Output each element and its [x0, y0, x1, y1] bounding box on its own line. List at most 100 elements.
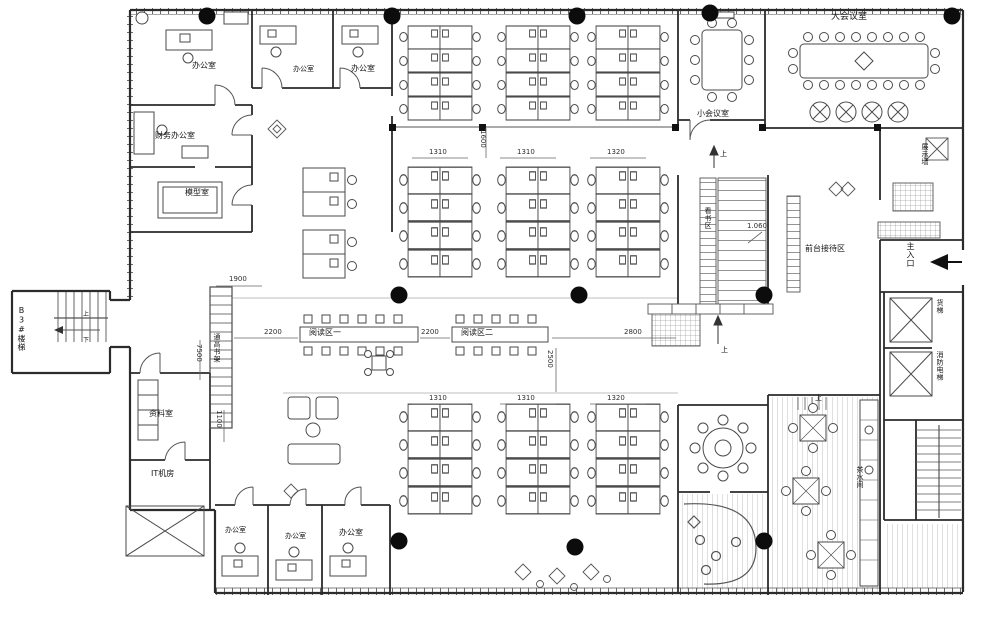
dim-1900: 1900	[229, 275, 247, 283]
tall-bookshelf	[209, 286, 233, 429]
column-grid-marker	[566, 538, 584, 556]
column-grid-marker	[701, 4, 719, 22]
dim-2800: 2800	[624, 328, 642, 336]
offices-topleft-furniture	[133, 11, 379, 219]
curtain-wall-bottom	[215, 588, 963, 595]
column-grid-marker	[943, 7, 961, 25]
chair	[156, 124, 168, 136]
column-grid-marker	[390, 286, 408, 304]
column-grid-marker	[570, 286, 588, 304]
label-main-entrance: 主入口	[906, 242, 915, 268]
entrance-arrow	[930, 254, 962, 270]
chair	[182, 52, 194, 64]
label-stair-b3: B3#楼梯	[17, 306, 26, 352]
walls-interior	[130, 10, 963, 595]
display-wall	[877, 137, 949, 239]
doors	[139, 67, 711, 506]
plant	[135, 11, 149, 25]
dim-1060: 1.060	[747, 222, 768, 230]
pantry-furniture	[781, 397, 879, 587]
round-table-room	[689, 414, 757, 482]
stair-core	[916, 425, 961, 518]
table-inlay-diamond	[854, 51, 874, 71]
sink	[864, 465, 874, 475]
label-office-1: 办公室	[192, 61, 216, 70]
reception	[747, 195, 801, 293]
label-office-6: 办公室	[339, 528, 363, 537]
dim-1310-c: 1310	[429, 394, 447, 402]
column-grid-marker	[198, 7, 216, 25]
label-down-1: 下	[83, 337, 90, 344]
reading-tables	[299, 314, 549, 376]
label-tall-bookshelf: 通高书架	[213, 333, 221, 363]
label-model-room: 模型室	[185, 188, 209, 197]
dim-1600: 1600	[479, 130, 487, 148]
label-reception-area: 前台接待区	[805, 244, 845, 253]
conference-rooms	[690, 11, 940, 123]
column-grid-marker	[568, 7, 586, 25]
dim-1310-b: 1310	[517, 148, 535, 156]
label-freight-elevator: 货梯	[936, 299, 944, 314]
dim-2200-b: 2200	[421, 328, 439, 336]
label-reading-zone: 看书区	[704, 207, 712, 230]
lounge-sofa-set	[287, 396, 341, 465]
l-shaped-workstations	[302, 167, 357, 279]
label-large-conference-room: 大会议室	[831, 12, 868, 22]
round-lounge-chairs	[809, 101, 909, 123]
dim-1320-b: 1320	[607, 394, 625, 402]
reading-platform	[647, 177, 774, 347]
walls-outer	[10, 8, 965, 595]
label-archive-room: 资料室	[149, 409, 173, 418]
label-pantry: 茶水间	[856, 466, 864, 489]
label-up-3: 上	[815, 394, 822, 402]
column-grid-marker	[390, 532, 408, 550]
small-conference-table	[701, 29, 743, 91]
platform-steps	[717, 177, 767, 307]
label-small-conference-room: 小会议室	[697, 109, 729, 118]
column-grid-marker	[383, 7, 401, 25]
feature-wall	[786, 195, 801, 293]
label-reading-area-1: 阅读区一	[309, 328, 341, 337]
dimension-lines	[199, 128, 676, 442]
bottom-offices-furniture	[221, 542, 367, 581]
elevation-leader	[747, 231, 763, 244]
stair-direction-arrow	[54, 326, 63, 334]
direction-arrows	[709, 144, 723, 344]
stair-annex	[54, 292, 108, 342]
label-office-2: 办公室	[293, 65, 314, 73]
label-up-2: 上	[721, 346, 728, 354]
fire-elevator-cab	[889, 351, 933, 397]
elevator-core	[889, 297, 961, 518]
freight-elevator-cab	[889, 297, 933, 343]
decor	[267, 119, 856, 591]
label-office-3: 办公室	[351, 64, 375, 73]
label-up-1: 上	[720, 150, 727, 158]
dim-1320-a: 1320	[607, 148, 625, 156]
floor-medallion	[828, 181, 856, 197]
curved-lounge	[683, 503, 757, 585]
dim-7500: 7500	[195, 344, 203, 362]
archive-it	[125, 379, 205, 557]
columns	[389, 124, 881, 131]
equipment-box	[125, 505, 205, 557]
label-office-5: 办公室	[285, 532, 306, 540]
dim-2500: 2500	[546, 350, 554, 368]
dim-2200-a: 2200	[264, 328, 282, 336]
pantry-counter	[859, 399, 879, 587]
label-fire-elevator: 消防电梯	[936, 351, 944, 381]
label-up-4: 上	[83, 311, 90, 318]
dim-1100: 1100	[215, 410, 223, 428]
cabinet	[181, 145, 209, 159]
stair-annex-walls	[10, 289, 130, 375]
label-reading-area-2: 阅读区二	[461, 328, 493, 337]
floor-medallion	[267, 119, 287, 139]
label-office-4: 办公室	[225, 526, 246, 534]
chair	[352, 46, 364, 58]
cabinet	[223, 11, 249, 25]
lounge-floor	[680, 494, 766, 590]
label-display-wall: 展示墙	[921, 143, 929, 166]
planter	[514, 563, 600, 585]
